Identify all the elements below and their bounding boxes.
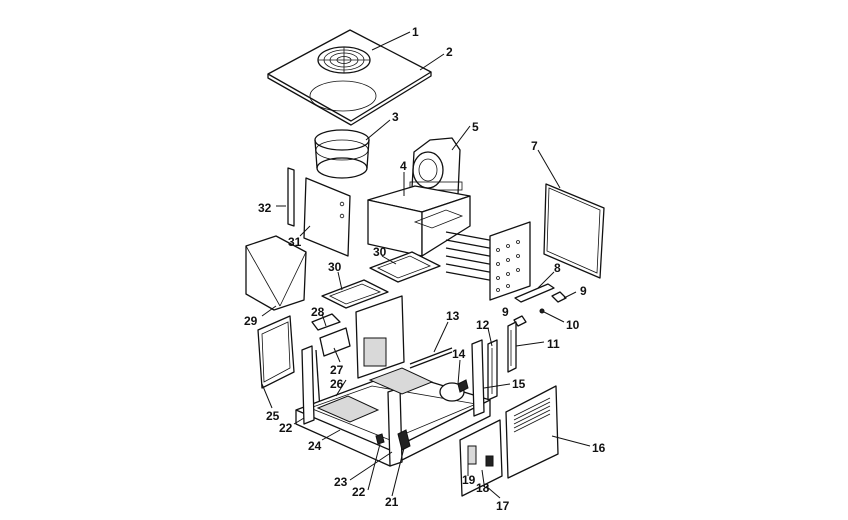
vent-holes bbox=[496, 240, 520, 292]
blower-housing bbox=[409, 137, 463, 195]
callout-22b: 22 bbox=[352, 485, 366, 499]
part-27 bbox=[319, 327, 351, 357]
callout-24: 24 bbox=[308, 439, 322, 453]
callout-5: 5 bbox=[472, 120, 479, 134]
top-panel bbox=[267, 29, 432, 126]
inner-partition bbox=[355, 295, 405, 379]
side-panel-7 bbox=[543, 183, 605, 279]
callout-8: 8 bbox=[554, 261, 561, 275]
bracket-8 bbox=[514, 283, 555, 303]
callout-17: 17 bbox=[496, 499, 510, 513]
callout-2: 2 bbox=[446, 45, 453, 59]
fan-guard bbox=[317, 46, 371, 74]
callout-labels: 1 2 3 4 5 7 8 9 9 10 11 12 13 14 15 16 1… bbox=[244, 25, 606, 513]
callout-26: 26 bbox=[330, 377, 344, 391]
screw-10 bbox=[539, 308, 545, 314]
panel-30-upper bbox=[369, 251, 441, 283]
callout-4: 4 bbox=[400, 159, 407, 173]
panel-29 bbox=[245, 235, 307, 311]
callout-15: 15 bbox=[512, 377, 526, 391]
callout-13: 13 bbox=[446, 309, 460, 323]
strip-32 bbox=[287, 167, 295, 227]
callout-30b: 30 bbox=[328, 260, 342, 274]
callout-16: 16 bbox=[592, 441, 606, 455]
callout-22a: 22 bbox=[279, 421, 293, 435]
callout-25: 25 bbox=[266, 409, 280, 423]
access-panel-17 bbox=[459, 419, 503, 497]
callout-14: 14 bbox=[452, 347, 466, 361]
callout-3: 3 bbox=[392, 110, 399, 124]
callout-19: 19 bbox=[462, 473, 476, 487]
panel-30-lower bbox=[321, 279, 389, 309]
callout-10: 10 bbox=[566, 318, 580, 332]
callout-9a: 9 bbox=[580, 284, 587, 298]
callout-30a: 30 bbox=[373, 245, 387, 259]
part-26 bbox=[315, 349, 321, 411]
callout-1: 1 bbox=[412, 25, 419, 39]
callout-27: 27 bbox=[330, 363, 344, 377]
callout-18: 18 bbox=[476, 481, 490, 495]
panel-25 bbox=[257, 315, 295, 389]
leader-lines bbox=[261, 31, 591, 499]
callout-28: 28 bbox=[311, 305, 325, 319]
front-panel-16 bbox=[505, 385, 559, 479]
callout-11: 11 bbox=[547, 337, 560, 351]
side-panel-31 bbox=[303, 177, 351, 257]
blower-ring bbox=[314, 129, 370, 179]
callout-7: 7 bbox=[531, 139, 538, 153]
clip-9 bbox=[513, 291, 567, 327]
callout-12: 12 bbox=[476, 318, 490, 332]
part-28 bbox=[311, 313, 341, 331]
callout-31: 31 bbox=[288, 235, 302, 249]
callout-29: 29 bbox=[244, 314, 258, 328]
inducer-14 bbox=[439, 379, 469, 402]
louvers bbox=[513, 397, 551, 433]
rail-11 bbox=[507, 321, 517, 373]
callout-23: 23 bbox=[334, 475, 348, 489]
callout-32: 32 bbox=[258, 201, 272, 215]
heat-exchanger bbox=[367, 185, 531, 301]
callout-21: 21 bbox=[385, 495, 399, 509]
callout-9b: 9 bbox=[502, 305, 509, 319]
rail-12 bbox=[487, 339, 498, 401]
